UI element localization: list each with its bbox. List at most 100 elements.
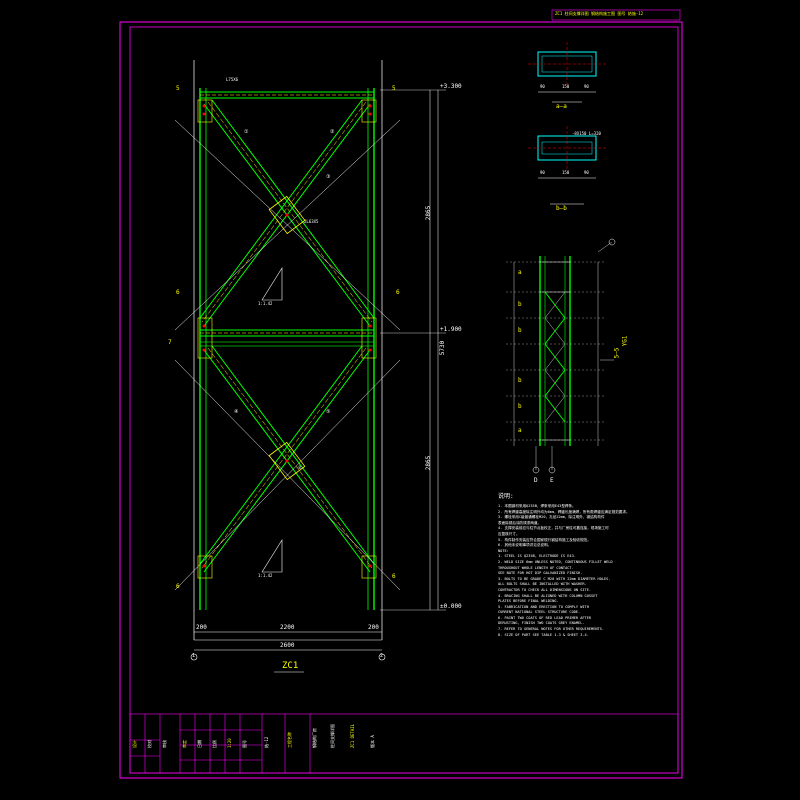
section-55-dim-6: a [518,427,522,434]
note-line: 6. 其他未说明事项详见总说明。 [498,543,552,548]
note-line: 表面除锈后涂防锈漆两道。 [498,520,542,525]
section-mark-top-right: 5 [392,85,396,92]
section-55-title: 5—5 [613,347,621,359]
title-block-cell: 柱间支撑详图 [330,724,335,748]
note-line: 4. BRACING SHALL BE ALIGNED WITH COLUMN … [498,593,598,598]
title-block-cell: 审核 [162,740,167,748]
grid-label-right: 2 [380,653,384,659]
dim-height-lower: 2865 [425,455,433,471]
title-block-cell: ZC1 DETAIL [350,723,355,748]
note-line: DERUSTING, FINISH TWO COATS GREY ENAMEL. [498,621,585,626]
part-number-5: ⑤ [326,409,331,415]
section-mark-mid-right: 6 [396,289,400,296]
section-55-grid-a: D [534,477,538,484]
note-line: 3. 螺栓采用C级普通螺栓M20，孔径22mm，除注明外，钢结构构件 [498,515,605,520]
note-line: ALL BOLTS SHALL BE INSTALLED WITH WASHER… [498,582,587,587]
section-mark-mid-left-b: 7 [168,339,172,346]
note-line: PLATES BEFORE FINAL WELDING. [498,599,559,604]
dim-width: 2600 [280,642,295,649]
elevation-top: +3.300 [440,83,462,90]
grid-bubble-left [190,653,198,661]
title-mark: ZC1 [282,661,299,671]
slope-lower: 1:1.42 [258,573,273,578]
section-55-grid-b: E [550,477,554,484]
title-block-cell: 版本 A [370,735,375,748]
dim-height-upper: 2865 [425,205,433,221]
sheet-outer-frame [119,21,683,779]
member-label-brace: 2L63X5 [304,219,319,224]
part-number-4: ④ [234,409,239,415]
part-number-3: ③ [326,174,331,180]
section-aa-drawing [528,42,606,103]
note-line: 2. WELD SIZE 6mm UNLESS NOTED, CONTINUOU… [498,559,613,564]
title-block-cell: 比例 [212,740,217,748]
note-line: 4. 支撑安装前应与柱节点板校正，并与厂房柱可靠连接，现场施工时 [498,526,609,531]
title-block-cell: 审定 [182,740,187,748]
notes-heading: 说明: [498,493,514,500]
note-line: SEE NOTE FOR HOT DIP GALVANIZED FINISH. [498,571,583,576]
section-bb-note: -8X150 L=320 [572,131,601,136]
section-aa-title: a—a [556,103,567,110]
elevation-bottom: ±0.000 [440,603,462,610]
note-line: 3. BOLTS TO BE GRADE C M20 WITH 22mm DIA… [498,576,611,581]
notes-list: 1. 本图钢材采用Q235B，焊条采用E43型焊条。2. 所有焊缝高度除注明外均… [498,504,678,709]
title-block-cell: 校对 [147,740,152,748]
note-line: 6. PAINT TWO COATS OF RED LEAD PRIMER AF… [498,615,592,620]
section-55-dim-2: b [518,301,522,308]
section-55-sub: YG1 [621,335,629,347]
section-bb-title: b—b [556,205,567,212]
note-line: NOTE: [498,548,509,553]
note-line: 2. 所有焊缝高度除注明外均为6mm，焊缝长度满焊，所有角焊缝应满足规范要求。 [498,509,630,514]
upper-center-gusset [268,195,306,235]
title-block-frame [129,713,679,774]
top-strip-text: ZC1 柱间支撑详图 钢结构施工图 图号 结施-12 [555,11,644,16]
section-mark-top-left: 5 [176,85,180,92]
member-label-gusset: -8 [296,465,301,470]
note-line: CURRENT NATIONAL STEEL STRUCTURE CODE. [498,610,581,615]
section-55-dim-5: b [518,403,522,410]
grid-label-left: 1 [192,653,196,659]
title-block-cell: 结-12 [264,736,269,748]
section-bb-dim-3: 90 [584,170,589,175]
section-aa-dim-2: 150 [562,84,570,89]
section-55-dim-1: a [518,269,522,276]
dim-bottom-a: 200 [196,624,207,631]
title-block-cell: 图号 [242,740,247,748]
dim-bottom-c: 200 [368,624,379,631]
section-bb-dim-1: 90 [540,170,545,175]
elevation-mid: +1.900 [440,326,462,333]
note-line: 8. SIZE OF PART SEE TABLE 1-3 & SHEET 3-… [498,632,589,637]
dim-height-total: 5730 [439,340,447,356]
section-bb-drawing [528,126,606,205]
member-label-top-beam: L75X6 [226,77,239,82]
note-line: THROUGHOUT WHOLE LENGTH OF CONTACT. [498,565,574,570]
upper-x-brace [199,99,375,327]
title-block-cell: 钢结构厂房 [312,728,317,748]
section-55-dim-4: b [518,377,522,384]
section-aa-dim-1: 90 [540,84,545,89]
note-line: 应复核尺寸。 [498,531,520,536]
slope-upper: 1:1.42 [258,301,273,306]
title-block-cell: 设计 [132,740,137,748]
dim-bottom-b: 2200 [280,624,295,631]
title-block-cell: 1:20 [227,738,232,748]
section-bb-dim-2: 150 [562,170,570,175]
title-block-cell: 日期 [197,740,202,748]
title-block-cell: 工程名称 [287,732,292,748]
note-line: CONTRACTOR TO CHECK ALL DIMENSIONS ON SI… [498,587,592,592]
section-55-dim-3: b [518,327,522,334]
note-line: 1. STEEL IS Q235B, ELECTRODE IS E43. [498,554,576,559]
lower-center-gusset [268,441,306,481]
part-number-2: ② [330,129,335,135]
section-mark-bot-right: 6 [392,573,396,580]
note-line: 5. 构件制作安装应符合国家现行钢结构施工及验收规范。 [498,537,591,542]
part-number-1: ① [244,129,249,135]
section-mark-mid-left-a: 6 [176,289,180,296]
section-mark-bot-left: 6 [176,583,180,590]
section-55-drawing [506,238,616,474]
section-aa-dim-3: 90 [584,84,589,89]
top-title-strip [551,9,681,21]
note-line: 1. 本图钢材采用Q235B，焊条采用E43型焊条。 [498,504,576,508]
